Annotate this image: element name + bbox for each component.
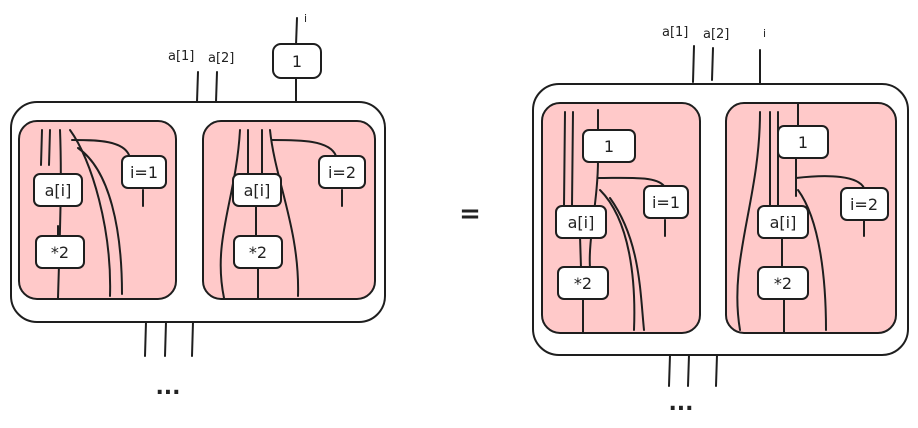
right-p2-const-node — [777, 125, 829, 159]
left-const-node — [272, 43, 322, 79]
right-p2-wire-g — [797, 189, 827, 331]
right-p1-index-label: a[i] — [568, 213, 595, 232]
left-p2-wire-a — [219, 129, 241, 299]
left-p1-wire-c — [57, 129, 62, 299]
left-p2-op-label: *2 — [249, 243, 267, 262]
right-p2-index-label: a[i] — [770, 213, 797, 232]
left-panel-1 — [18, 120, 177, 300]
left-const-node-label: 1 — [292, 52, 302, 71]
right-input-a2-label: a[2] — [703, 27, 729, 42]
right-p1-wire-e — [597, 176, 665, 187]
right-p2-index-node — [757, 205, 809, 239]
equals-sign: = — [459, 199, 481, 229]
right-out-wire-3 — [715, 354, 718, 387]
left-p2-wire-e — [271, 139, 337, 157]
left-out-wire-3 — [191, 321, 194, 357]
right-p1-const-node — [582, 129, 636, 163]
left-p1-op-node — [35, 235, 85, 269]
right-ellipsis: ... — [668, 391, 693, 416]
left-p1-cond-label: i=1 — [130, 163, 158, 182]
right-p1-wire-h — [579, 235, 582, 269]
left-out-wire-1 — [144, 321, 147, 357]
left-p2-wire-d — [269, 129, 300, 297]
left-diagram: a[1] a[2] i 1 a[i] *2 i=1 — [10, 12, 386, 400]
left-p2-cond-node — [318, 155, 366, 189]
right-p1-wire-g — [609, 197, 645, 331]
right-p1-wire-a — [563, 111, 566, 207]
right-p1-cond-label: i=1 — [652, 193, 680, 212]
right-input-i-label: i — [763, 27, 766, 40]
left-p1-wire-e — [71, 139, 131, 159]
right-p2-cond-label: i=2 — [850, 195, 878, 214]
right-p2-op-label: *2 — [774, 274, 792, 293]
right-p1-index-node — [555, 205, 607, 239]
right-p2-wire-a — [736, 111, 761, 331]
right-diagram: a[1] a[2] i 1 a[i] *2 i=1 — [532, 25, 909, 416]
right-p1-op-node — [557, 266, 609, 300]
left-input-a1-label: a[1] — [168, 49, 194, 64]
left-wire-a2 — [215, 71, 218, 103]
left-p1-op-label: *2 — [51, 243, 69, 262]
left-p1-wire-d — [69, 129, 112, 297]
left-input-a2-label: a[2] — [208, 51, 234, 66]
right-p2-wire-f — [795, 175, 865, 189]
left-p1-index-label: a[i] — [45, 181, 72, 200]
right-p1-const-label: 1 — [604, 137, 614, 156]
left-p1-wire-a — [40, 129, 43, 166]
left-out-wire-2 — [164, 321, 167, 357]
right-p1-op-label: *2 — [574, 274, 592, 293]
left-p1-cond-node — [121, 155, 167, 189]
left-wire-i — [295, 17, 298, 46]
left-panel-2 — [202, 120, 376, 300]
left-p2-op-node — [233, 235, 283, 269]
right-wire-a1 — [692, 45, 695, 83]
right-p2-const-label: 1 — [798, 133, 808, 152]
left-p1-wire-f — [77, 147, 123, 295]
left-p2-index-label: a[i] — [244, 181, 271, 200]
left-p1-wire-b — [48, 129, 51, 166]
right-p1-wire-f — [599, 189, 636, 331]
right-p1-cond-node — [643, 185, 689, 219]
left-ellipsis: ... — [155, 375, 180, 400]
right-p2-cond-node — [840, 187, 889, 221]
left-input-i-label: i — [304, 12, 307, 25]
right-wire-a2 — [711, 47, 714, 81]
right-p1-wire-b — [571, 111, 574, 207]
left-wire-a1 — [196, 71, 199, 103]
right-out-wire-2 — [687, 354, 690, 387]
right-p2-op-node — [757, 266, 809, 300]
right-out-wire-1 — [668, 354, 671, 387]
left-p2-index-node — [232, 173, 282, 207]
right-input-a1-label: a[1] — [662, 25, 688, 40]
left-p1-index-node — [33, 173, 83, 207]
left-p2-cond-label: i=2 — [328, 163, 356, 182]
